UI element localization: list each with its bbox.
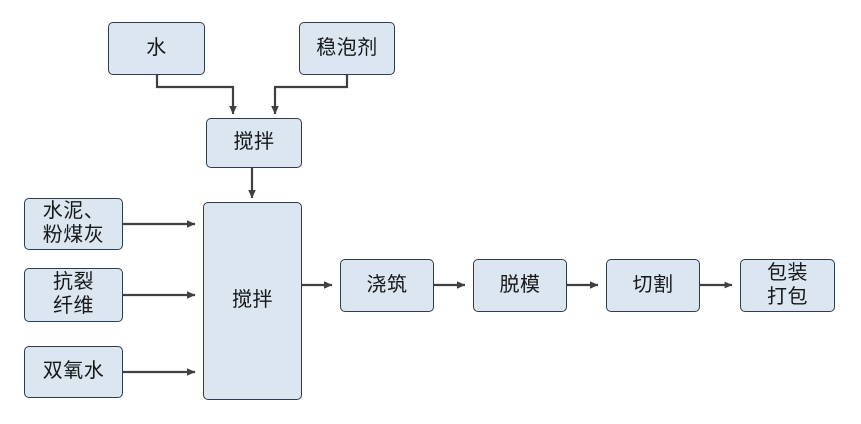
node-hydrogen-peroxide[interactable]: 双氧水 <box>24 346 123 398</box>
node-anticrack-fiber[interactable]: 抗裂 纤维 <box>24 268 123 322</box>
edge-water-to-mix1 <box>155 75 237 115</box>
node-stabilizer[interactable]: 稳泡剂 <box>299 22 395 75</box>
node-casting[interactable]: 浇筑 <box>340 259 434 312</box>
node-cement-flyash[interactable]: 水泥、 粉煤灰 <box>24 198 123 250</box>
node-mix-stage-2[interactable]: 搅拌 <box>203 202 302 400</box>
node-water[interactable]: 水 <box>108 22 205 75</box>
edge-stabilizer-to-mix1 <box>271 75 349 115</box>
node-mix-stage-1[interactable]: 搅拌 <box>206 118 302 168</box>
node-demolding[interactable]: 脱模 <box>473 259 567 312</box>
node-cutting[interactable]: 切割 <box>606 259 700 312</box>
node-packaging[interactable]: 包装 打包 <box>740 259 835 312</box>
